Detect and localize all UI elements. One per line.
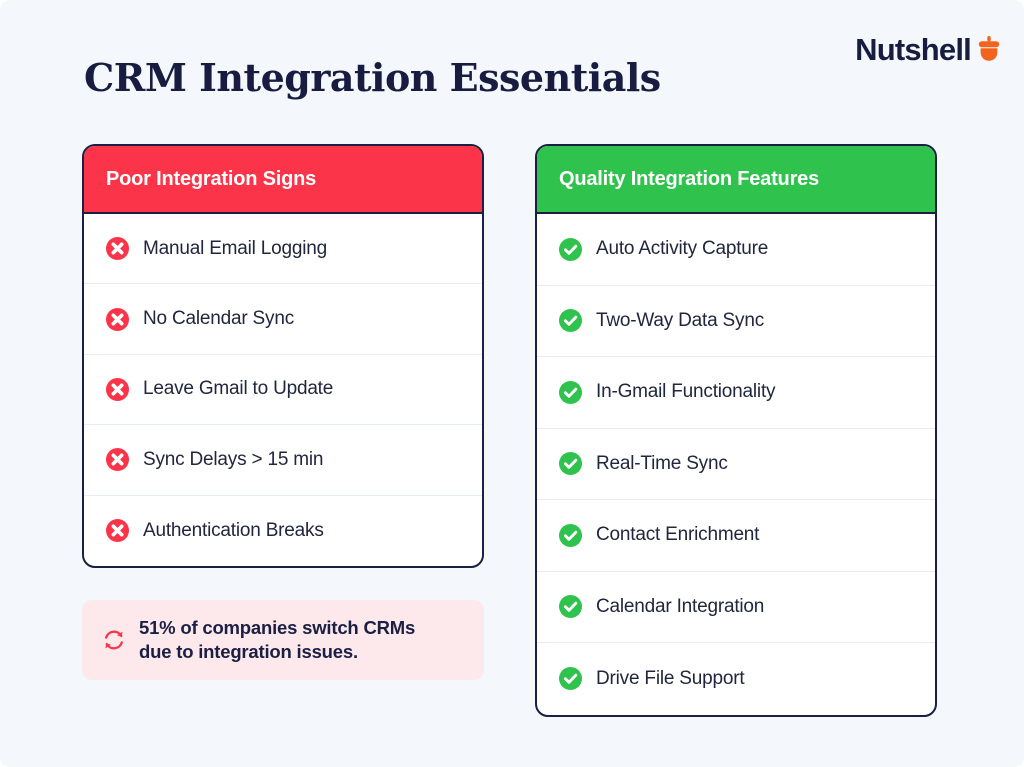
stat-note-line1: 51% of companies switch CRMs (139, 616, 416, 638)
list-item[interactable]: Auto Activity Capture (537, 214, 935, 286)
stat-note-box: 51% of companies switch CRMs due to inte… (82, 600, 484, 680)
list-item-label: In-Gmail Functionality (596, 381, 776, 403)
x-circle-icon (106, 448, 129, 472)
list-item-label: Leave Gmail to Update (143, 378, 334, 400)
x-circle-icon (106, 377, 129, 401)
stat-note-text: 51% of companies switch CRMs due to inte… (139, 616, 415, 664)
card-header-title: Poor Integration Signs (106, 167, 317, 190)
list-item[interactable]: Drive File Support (537, 643, 935, 715)
check-circle-icon (559, 237, 582, 261)
list-item[interactable]: Authentication Breaks (84, 496, 482, 566)
card-header-quality-integration-features: Quality Integration Features (537, 146, 935, 214)
x-circle-icon (106, 519, 129, 543)
list-item[interactable]: Two-Way Data Sync (537, 286, 935, 357)
list-item[interactable]: Manual Email Logging (84, 214, 482, 285)
acorn-icon (978, 35, 1000, 64)
list-item[interactable]: Sync Delays > 15 min (84, 425, 482, 496)
card-header-poor-integration-signs: Poor Integration Signs (84, 146, 482, 214)
check-circle-icon (559, 452, 582, 476)
list-item-label: Real-Time Sync (596, 452, 728, 474)
list-item-label: Manual Email Logging (143, 237, 328, 259)
x-circle-icon (106, 307, 129, 331)
list-item-label: Authentication Breaks (143, 519, 324, 541)
card-header-title: Quality Integration Features (559, 167, 820, 190)
list-item-label: Sync Delays > 15 min (143, 448, 324, 470)
check-circle-icon (559, 595, 582, 619)
check-circle-icon (559, 523, 582, 547)
check-circle-icon (559, 309, 582, 333)
list-item-label: Drive File Support (596, 667, 745, 689)
card-quality-integration-features: Quality Integration Features Auto Activi… (535, 144, 937, 717)
x-circle-icon (106, 237, 129, 261)
list-item-label: No Calendar Sync (143, 308, 294, 330)
list-item-label: Contact Enrichment (596, 524, 760, 546)
list-item[interactable]: In-Gmail Functionality (537, 357, 935, 429)
list-item[interactable]: No Calendar Sync (84, 284, 482, 355)
list-item[interactable]: Leave Gmail to Update (84, 355, 482, 426)
brand-logo: Nutshell (855, 34, 1000, 65)
list-item-label: Calendar Integration (596, 595, 765, 617)
list-item-label: Auto Activity Capture (596, 238, 769, 260)
list-item-label: Two-Way Data Sync (596, 309, 764, 331)
card-poor-integration-signs: Poor Integration Signs Manual Email Logg… (82, 144, 484, 568)
list-item[interactable]: Real-Time Sync (537, 429, 935, 500)
list-item[interactable]: Calendar Integration (537, 572, 935, 643)
check-circle-icon (559, 667, 582, 691)
check-circle-icon (559, 380, 582, 404)
brand-name: Nutshell (855, 32, 972, 67)
list-item[interactable]: Contact Enrichment (537, 500, 935, 572)
quality-integration-features-list: Auto Activity Capture Two-Way Data Sync (537, 214, 935, 715)
stat-note-line2: due to integration issues. (139, 641, 358, 662)
sync-refresh-icon (102, 628, 126, 652)
page-title: CRM Integration Essentials (84, 55, 661, 100)
poor-integration-signs-list: Manual Email Logging No Calendar Sync (84, 214, 482, 566)
